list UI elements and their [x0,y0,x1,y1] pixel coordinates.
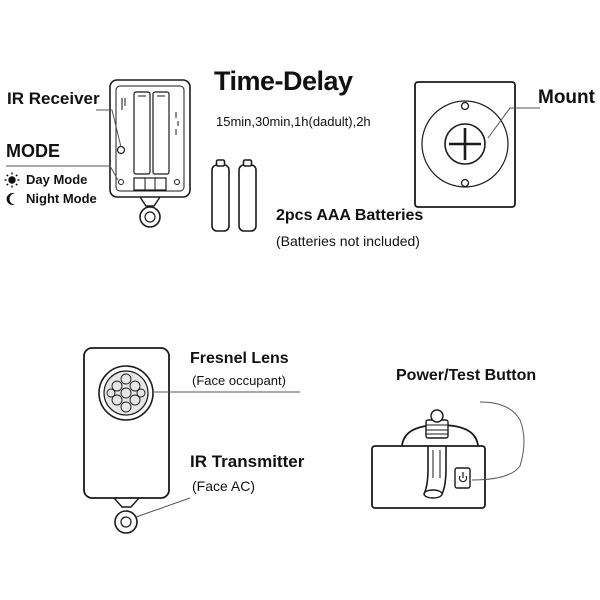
leader-lines [6,107,540,518]
mount-label: Mount [538,87,595,108]
power-icon [458,472,468,483]
fresnel-lens-note: (Face occupant) [192,373,286,388]
aaa-batteries [211,159,257,232]
mount-plate [414,81,516,208]
ir-transmitter-note: (Face AC) [192,478,256,494]
device-front [83,347,170,534]
time-delay-title: Time-Delay [214,66,353,96]
batteries-note: (Batteries not included) [276,233,420,249]
fresnel-lens-label: Fresnel Lens [190,350,289,367]
device-side [371,409,486,509]
moon-icon [6,193,15,205]
night-mode-label: Night Mode [26,191,97,206]
day-mode-label: Day Mode [26,172,88,187]
time-delay-options: 15min,30min,1h(dadult),2h [216,114,371,129]
mode-label: MODE [6,141,60,161]
sun-icon [4,172,20,188]
ir-transmitter-label: IR Transmitter [190,452,305,471]
device-back [109,79,191,228]
batteries-label: 2pcs AAA Batteries [276,207,424,224]
ir-receiver-label: IR Receiver [7,89,100,108]
power-test-button-label: Power/Test Button [396,367,537,384]
